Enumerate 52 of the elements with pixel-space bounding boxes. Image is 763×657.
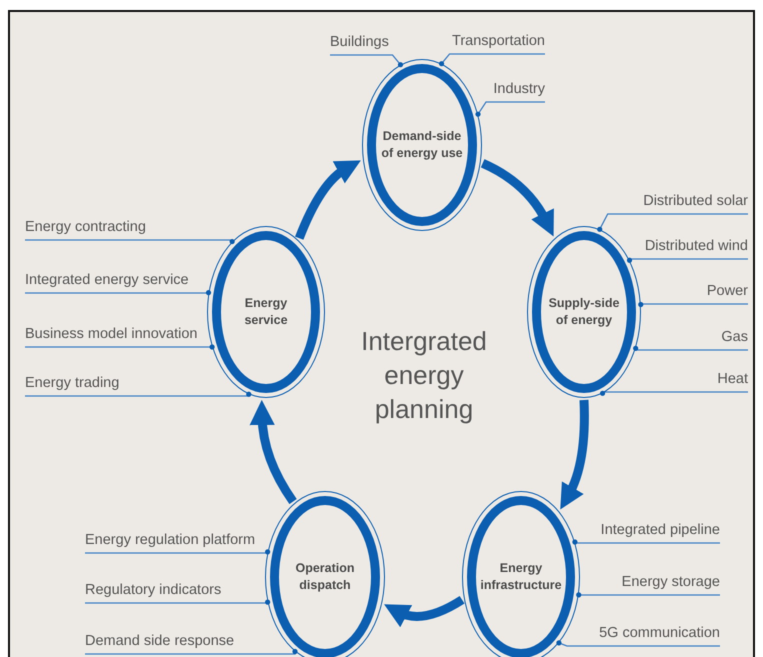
item-label: Business model innovation xyxy=(25,325,211,347)
leader-line xyxy=(25,290,212,296)
cycle-arrow xyxy=(480,159,554,236)
leader-line xyxy=(438,53,545,66)
topic-label: Demand-side of energy use xyxy=(380,128,464,162)
topic-ring xyxy=(207,226,325,398)
leader-line xyxy=(330,54,404,68)
leader-line xyxy=(85,549,270,554)
item-label: Distributed solar xyxy=(620,192,748,214)
diagram-title: Intergrated energy planning xyxy=(360,325,488,426)
cycle-arrow xyxy=(560,400,589,510)
leader-line xyxy=(597,213,748,232)
cycle-arrow xyxy=(384,596,464,628)
topic-label: Energy service xyxy=(243,295,289,329)
topic-ring xyxy=(462,491,580,657)
item-label: Integrated energy service xyxy=(25,271,205,293)
leader-line xyxy=(85,648,298,655)
topic-label: Energy infrastructure xyxy=(479,560,563,594)
leader-line xyxy=(25,392,252,397)
item-label: Distributed wind xyxy=(620,237,748,259)
cycle-arrow xyxy=(250,400,297,504)
leader-line xyxy=(576,592,720,598)
item-label: Demand side response xyxy=(85,632,245,654)
leader-line xyxy=(25,344,215,350)
topic-ring xyxy=(362,59,482,231)
item-label: Industry xyxy=(488,80,545,102)
item-label: Gas xyxy=(690,328,748,350)
leader-line xyxy=(633,346,748,351)
item-label: Regulatory indicators xyxy=(85,581,235,603)
topic-ring xyxy=(527,226,641,398)
item-label: Heat xyxy=(690,370,748,392)
leader-line xyxy=(600,390,748,396)
topic-label: Operation dispatch xyxy=(294,560,356,594)
cycle-arrow xyxy=(295,160,360,240)
item-label: Energy regulation platform xyxy=(85,531,265,553)
item-label: Integrated pipeline xyxy=(585,521,720,543)
leader-line xyxy=(638,302,748,308)
item-label: Transportation xyxy=(448,32,545,54)
topic-label: Supply-side of energy xyxy=(548,295,620,329)
item-label: Buildings xyxy=(330,33,396,55)
item-label: 5G communication xyxy=(585,624,720,646)
item-label: Energy contracting xyxy=(25,218,155,240)
leader-line xyxy=(475,101,545,117)
item-label: Energy storage xyxy=(600,573,720,595)
leader-line xyxy=(85,600,270,605)
topic-ring xyxy=(265,491,385,657)
leader-line xyxy=(626,258,748,263)
leader-line xyxy=(556,640,720,647)
leader-line xyxy=(25,238,235,244)
leader-line xyxy=(572,539,720,545)
item-label: Power xyxy=(690,282,748,304)
item-label: Energy trading xyxy=(25,374,135,396)
